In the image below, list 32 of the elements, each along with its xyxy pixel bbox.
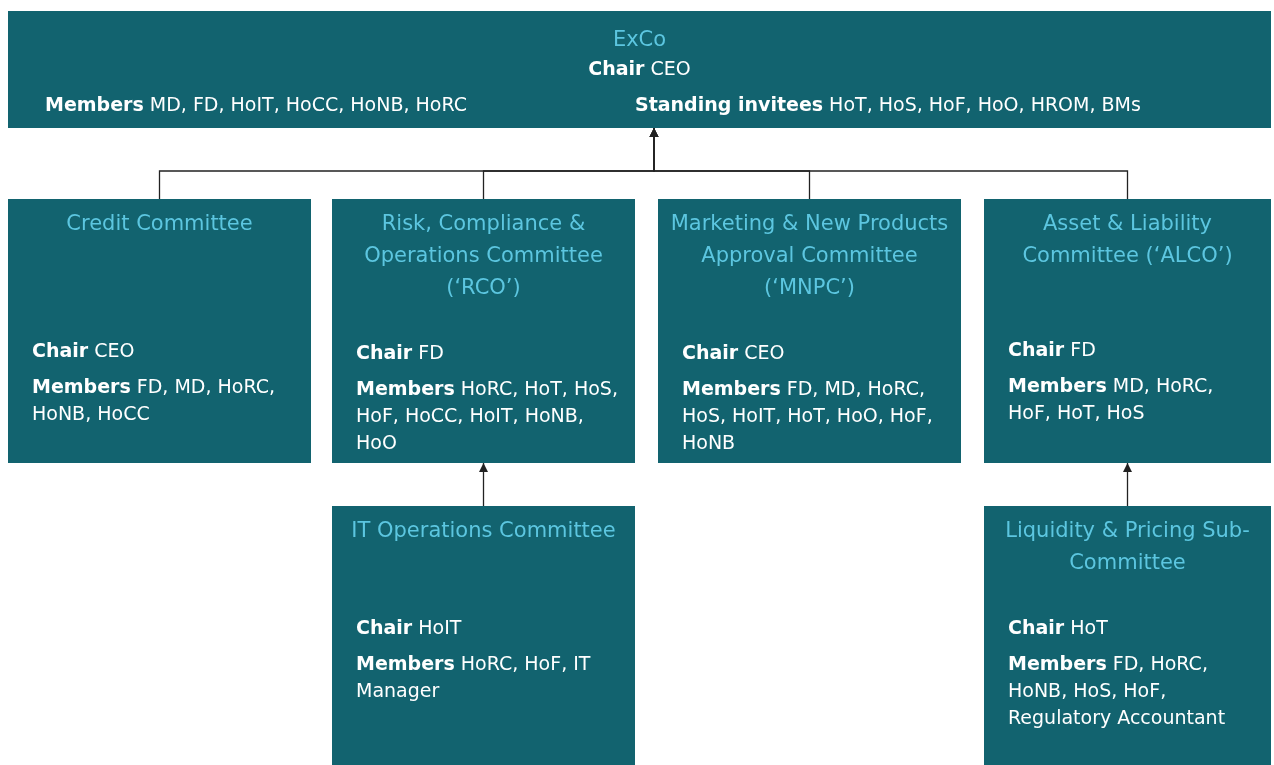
committee-box — [8, 199, 311, 463]
committee-detail: Chair CEO — [587, 56, 692, 81]
connector-arrow — [479, 462, 488, 507]
connector-arrow — [649, 127, 1129, 200]
committee-title: Liquidity & Pricing Sub-Committee — [1004, 517, 1251, 576]
committee-detail: Members HoRC, HoF, IT Manager — [356, 651, 592, 703]
committee-detail: Members FD, HoRC, HoNB, HoS, HoF, Regulatory Accountant — [1008, 651, 1227, 730]
executive-committee-box — [8, 11, 1271, 128]
committee-detail: Chair HoT — [1008, 615, 1109, 640]
committee-detail: Chair HoIT — [356, 615, 463, 640]
committee-detail: Chair CEO — [32, 338, 136, 363]
committee-detail: Members MD, HoRC, HoF, HoT, HoS — [1008, 373, 1215, 425]
committee-detail: Standing invitees HoT, HoS, HoF, HoO, HROM, BMs — [635, 92, 1141, 117]
connector-arrow — [1123, 462, 1132, 507]
committee-title: IT Operations Committee — [350, 517, 617, 544]
committee-detail: Chair FD — [356, 340, 445, 365]
committee-box — [984, 199, 1271, 463]
committee-box — [332, 199, 635, 463]
committee-title: ExCo — [611, 26, 668, 53]
committee-detail: Members HoRC, HoT, HoS, HoF, HoCC, HoIT, HoNB, HoO — [356, 376, 619, 455]
committee-title: Asset & Liability Committee (‘ALCO’) — [1021, 210, 1234, 269]
committee-detail: Chair CEO — [682, 340, 786, 365]
committee-detail: Chair FD — [1008, 337, 1097, 362]
committee-detail: Members FD, MD, HoRC, HoNB, HoCC — [32, 374, 277, 426]
committee-box — [658, 199, 961, 463]
committee-title: Credit Committee — [65, 210, 254, 237]
committee-title: Risk, Compliance & Operations Committee (‘RCO’) — [363, 210, 604, 301]
committee-detail: Members FD, MD, HoRC, HoS, HoIT, HoT, HoO, HoF, HoNB — [682, 376, 934, 455]
committee-detail: Members MD, FD, HoIT, HoCC, HoNB, HoRC — [45, 92, 467, 117]
committee-title: Marketing & New Products Approval Committee (‘MNPC’) — [669, 210, 950, 301]
committee-box — [332, 506, 635, 765]
committee-box — [984, 506, 1271, 765]
